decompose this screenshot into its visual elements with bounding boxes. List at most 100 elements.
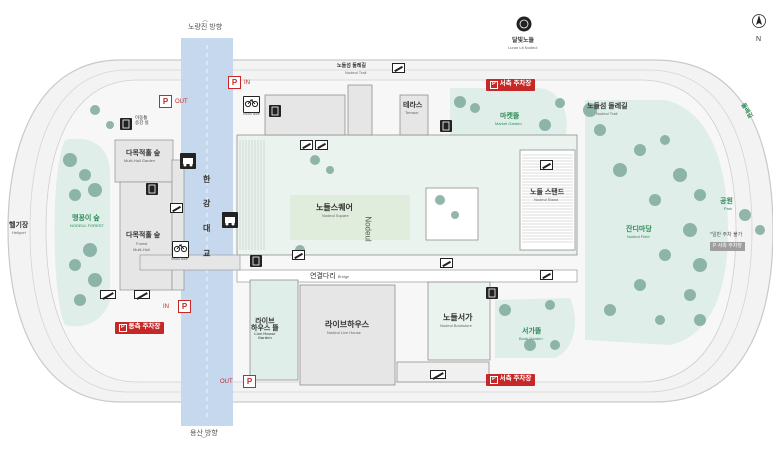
south-direction: 용산 방향 ﹀ <box>190 430 218 443</box>
forest-multihall-label: 다목적홀 숲 <box>126 232 161 239</box>
forest-label-en: NODEUL FOREST <box>70 223 104 228</box>
terrace-label-en: Terrace <box>405 110 419 115</box>
bike-icon[interactable] <box>172 241 189 258</box>
market-garden-area <box>450 88 567 145</box>
tree-mark <box>684 289 696 301</box>
tree-mark <box>583 103 597 117</box>
elevator-icon[interactable] <box>120 118 132 130</box>
stairs-icon <box>170 203 183 213</box>
heliport-label: 헬기장 <box>9 222 29 229</box>
stairs-icon <box>540 160 553 170</box>
elevator-label: 이동통 승강 실 <box>135 115 149 125</box>
tree-mark <box>655 315 665 325</box>
book-garden-label-en: Book Garden <box>519 336 543 341</box>
out-label: OUT <box>175 99 188 105</box>
square-label-en: Nodeul Square <box>322 213 349 218</box>
tree-mark <box>683 223 697 237</box>
tree-mark <box>524 339 536 351</box>
trees <box>63 96 765 351</box>
parking-p-icon: P <box>243 375 256 388</box>
tree-mark <box>69 189 81 201</box>
stand-label-en: Nodeul Stand <box>534 197 559 202</box>
east-parking-small[interactable]: P 서측 주차장 <box>710 242 746 251</box>
tree-mark <box>634 144 646 156</box>
tree-mark <box>69 259 81 271</box>
tree-mark <box>739 209 751 221</box>
tree-mark <box>659 249 671 261</box>
compass-letter: N <box>756 36 762 43</box>
tree-mark <box>90 105 100 115</box>
livehouse-label: 라이브하우스 <box>325 320 370 329</box>
tree-mark <box>79 169 91 181</box>
park-label: 공원 <box>720 198 733 205</box>
lunar-icon <box>516 16 532 32</box>
tree-mark <box>555 98 565 108</box>
square-label: 노들스퀘어 <box>316 203 353 212</box>
tree-mark <box>88 183 102 197</box>
multihall-garden-label: 다목적홀 숲 <box>126 150 161 157</box>
lunar-label: 달빛노들 <box>512 38 535 44</box>
book-garden-label: 서가뜰 <box>522 328 542 335</box>
tree-mark <box>435 195 445 205</box>
lawn-area <box>585 100 728 345</box>
stair-hatching <box>239 140 573 250</box>
tree-mark <box>454 96 466 108</box>
stairs-icon <box>100 290 116 299</box>
market-garden-label-en: Market Garden <box>495 121 522 126</box>
bookstore-label-en: Nodeul Bookstore <box>440 323 472 328</box>
tree-mark <box>326 166 334 174</box>
tree-mark <box>539 119 551 131</box>
elevator-icon[interactable] <box>440 120 452 132</box>
parking-p-icon: P <box>159 95 172 108</box>
road-char-3: 대 <box>203 224 211 233</box>
lawn-label: 잔디마당 <box>626 226 652 233</box>
tree-mark <box>613 163 627 177</box>
tree-mark <box>83 243 97 257</box>
trail-top-label: 노들섬 둘레길 <box>337 63 366 69</box>
forest-multihall-label-en1: Forest <box>136 241 148 246</box>
forest-multihall-label-en2: Multi-Hall <box>133 247 150 252</box>
tree-mark <box>74 294 86 306</box>
tree-mark <box>451 211 459 219</box>
in-label: IN <box>163 304 169 310</box>
stairs-icon <box>392 63 405 73</box>
tree-mark <box>755 225 765 235</box>
stairs-icon <box>300 140 313 150</box>
road-char-4: 교 <box>203 249 211 258</box>
stairs-icon <box>134 290 150 299</box>
parking-p-icon: P <box>228 76 241 89</box>
tree-mark <box>63 153 77 167</box>
lawn-label-en: Nodeul Field <box>627 234 650 239</box>
trail-east-label: 노들섬 둘레길 <box>587 103 628 110</box>
livehouse-label-en: Nodeul Live House <box>327 330 361 335</box>
bookstore-label: 노들서가 <box>443 313 473 322</box>
stairs-icon <box>292 250 305 260</box>
tree-mark <box>106 121 114 129</box>
tree-mark <box>550 340 560 350</box>
elevator-icon[interactable] <box>146 183 158 195</box>
tree-mark <box>649 194 661 206</box>
tree-mark <box>604 304 616 316</box>
elevator-icon[interactable] <box>486 287 498 299</box>
out-label: OUT <box>220 379 233 385</box>
stairs-icon <box>540 270 553 280</box>
market-garden-label: 마켓뜰 <box>500 113 520 120</box>
general-parking-ban: *일반 주차 불가 <box>710 232 743 238</box>
bike-icon[interactable] <box>243 96 260 113</box>
parking-p-icon: P <box>178 300 191 313</box>
elevator-icon[interactable] <box>250 255 262 267</box>
bridge-strip <box>139 254 578 283</box>
tree-mark <box>660 135 670 145</box>
tree-mark <box>673 168 687 182</box>
bike-label: Seoul Bike <box>243 112 260 116</box>
elevator-icon[interactable] <box>269 105 281 117</box>
tree-mark <box>499 304 511 316</box>
trail-east-label-en: Nodeul Trail <box>596 111 618 116</box>
tree-mark <box>470 103 480 113</box>
compass-icon <box>752 14 766 28</box>
car-icon <box>180 153 196 169</box>
